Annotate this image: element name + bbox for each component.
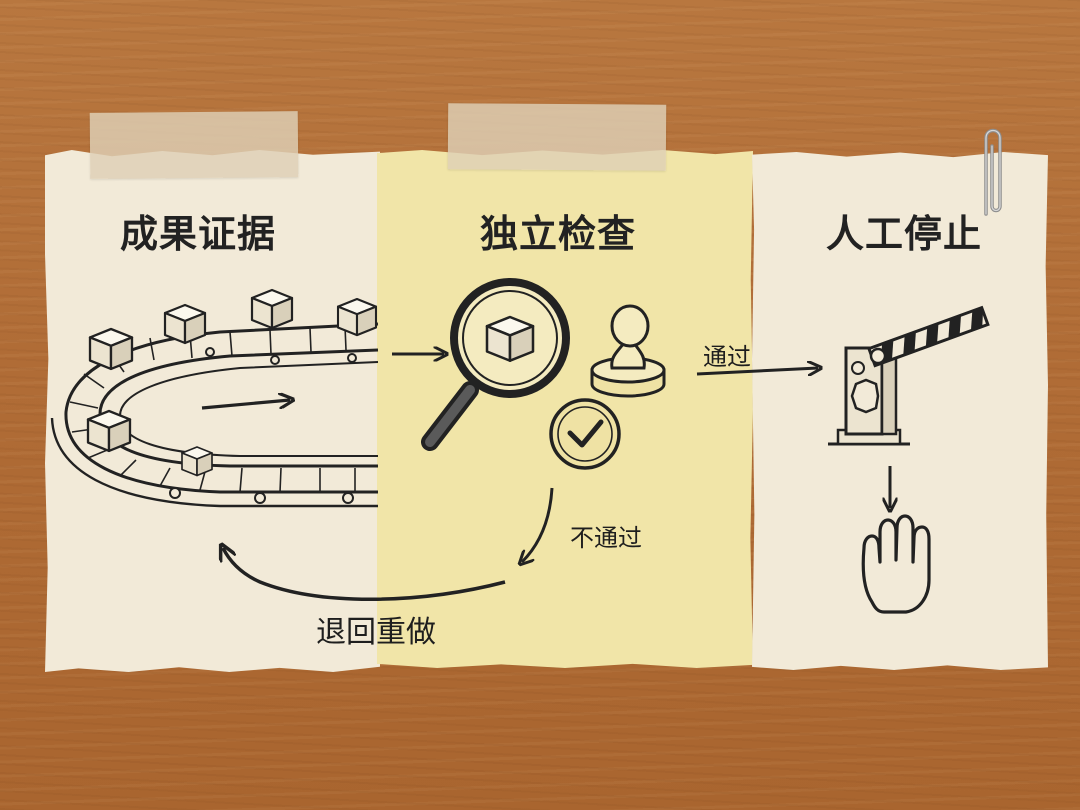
redo-label: 退回重做 [316, 615, 436, 650]
stop-title: 人工停止 [826, 212, 983, 256]
paperclip-icon [984, 128, 1002, 216]
barrier-gate-icon [828, 305, 990, 446]
evidence-title: 成果证据 [120, 212, 277, 256]
magnifier-icon [421, 278, 570, 451]
check-title: 独立检查 [480, 212, 637, 256]
pass-label: 通过 [703, 343, 751, 371]
box-icon [86, 288, 378, 477]
stop-hand-icon [861, 514, 931, 614]
conveyor-belt-icon [50, 322, 379, 508]
fail-label: 不通过 [570, 524, 642, 552]
stamp-icon [590, 304, 666, 398]
check-icon [549, 398, 621, 470]
